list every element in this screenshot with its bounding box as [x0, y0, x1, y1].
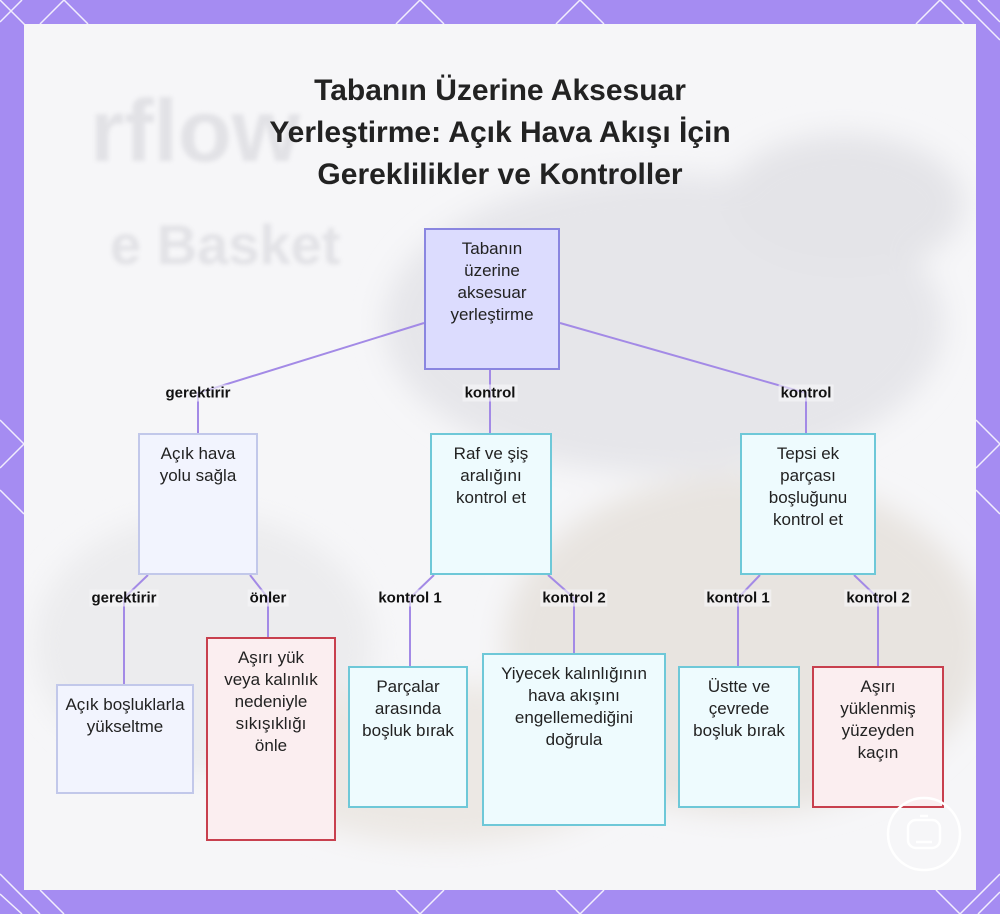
node-leave-between: Parçalar arasında boşluk bırak	[348, 666, 468, 808]
node-verify-thickness: Yiyecek kalınlığının hava akışını engell…	[482, 653, 666, 826]
node-raise: Açık boşluklarla yükseltme	[56, 684, 194, 794]
edge-label: önler	[247, 589, 289, 607]
edge-line	[547, 574, 575, 653]
node-avoid-overload: Aşırı yüklenmiş yüzeyden kaçın	[812, 666, 944, 808]
edge-label: gerektirir	[163, 384, 233, 402]
node-label: Aşırı yüklenmiş yüzeyden kaçın	[840, 677, 916, 762]
edge-label: gerektirir	[89, 589, 159, 607]
edge-label: kontrol 1	[376, 589, 444, 607]
edge-line	[559, 322, 807, 433]
background-text: rflow	[90, 81, 301, 180]
node-prevent: Aşırı yük veya kalınlık nedeniyle sıkışı…	[206, 637, 336, 841]
node-root: Tabanın üzerine aksesuar yerleştirme	[424, 228, 560, 370]
title-line: Gereklilikler ve Kontroller	[317, 158, 683, 191]
node-label: Tabanın üzerine aksesuar yerleştirme	[450, 239, 534, 324]
node-label: Açık boşluklarla yükseltme	[65, 695, 185, 736]
node-tray-gap: Tepsi ek parçası boşluğunu kontrol et	[740, 433, 876, 575]
edge-label: kontrol 2	[844, 589, 912, 607]
page-title: Tabanın Üzerine Aksesuar Yerleştirme: Aç…	[224, 70, 776, 196]
edge-label: kontrol 2	[540, 589, 608, 607]
node-label: Parçalar arasında boşluk bırak	[362, 677, 454, 740]
edge-label: kontrol	[778, 384, 834, 402]
node-rack-gap: Raf ve şiş aralığını kontrol et	[430, 433, 552, 575]
edge-label: kontrol 1	[704, 589, 772, 607]
title-line: Tabanın Üzerine Aksesuar	[314, 74, 686, 107]
diagram-panel: rflow e Basket Tabanın Üzerine Aksesuar …	[24, 24, 976, 890]
node-label: Üstte ve çevrede boşluk bırak	[693, 677, 785, 740]
node-airflow: Açık hava yolu sağla	[138, 433, 258, 575]
node-label: Yiyecek kalınlığının hava akışını engell…	[501, 664, 647, 749]
node-label: Tepsi ek parçası boşluğunu kontrol et	[768, 444, 848, 529]
node-label: Açık hava yolu sağla	[159, 444, 237, 485]
node-leave-around: Üstte ve çevrede boşluk bırak	[678, 666, 800, 808]
background-text: e Basket	[110, 213, 341, 276]
edge-label: kontrol	[462, 384, 518, 402]
node-label: Raf ve şiş aralığını kontrol et	[453, 444, 529, 507]
title-line: Yerleştirme: Açık Hava Akışı İçin	[269, 116, 731, 149]
logo-badge-icon	[886, 796, 962, 872]
edge-line	[197, 322, 425, 433]
node-label: Aşırı yük veya kalınlık nedeniyle sıkışı…	[224, 648, 318, 755]
